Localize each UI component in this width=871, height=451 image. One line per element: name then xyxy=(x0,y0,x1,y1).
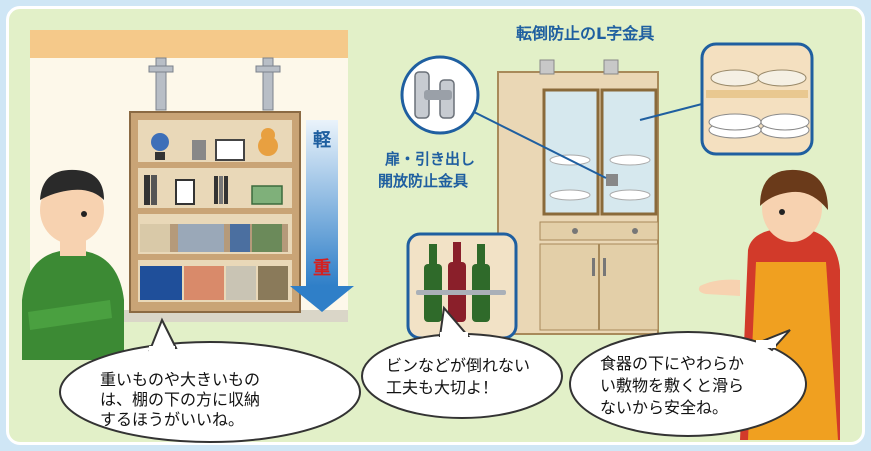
cupboard xyxy=(497,59,659,335)
speech-bubble-man xyxy=(59,317,361,443)
ceiling-poles xyxy=(148,57,281,111)
man-bubble-line-2: は、棚の下の方に収納 xyxy=(100,390,261,409)
woman-bubble-line-2: い敷物を敷くと滑ら xyxy=(600,376,745,395)
heavy-label: 重 xyxy=(313,258,331,279)
woman-bubble-line-3: ないから安全ね。 xyxy=(600,398,729,417)
bottles-inset xyxy=(406,232,518,340)
light-label: 軽 xyxy=(313,130,331,151)
speech-bubble-woman xyxy=(569,329,807,437)
bookshelf xyxy=(129,111,301,313)
woman-bubble-line-1: 食器の下にやわらか xyxy=(600,354,745,373)
man-bubble-line-1: 重いものや大きいもの xyxy=(100,370,261,389)
plates-inset xyxy=(639,42,814,156)
weight-arrow xyxy=(290,120,354,312)
man-bubble-line-3: するほうがいいね。 xyxy=(100,410,245,429)
l-bracket-label: 転倒防止のL字金具 xyxy=(516,24,655,43)
man-character xyxy=(22,169,124,360)
middle-bubble-line-1: ビンなどが倒れない xyxy=(386,356,531,375)
door-latch-label-line2: 開放防止金具 xyxy=(378,172,469,190)
latch-inset xyxy=(400,55,607,179)
speech-bubble-middle xyxy=(361,305,563,419)
middle-bubble-line-2: 工夫も大切よ！ xyxy=(386,378,499,397)
door-latch-label-line1: 扉・引き出し xyxy=(385,150,476,168)
